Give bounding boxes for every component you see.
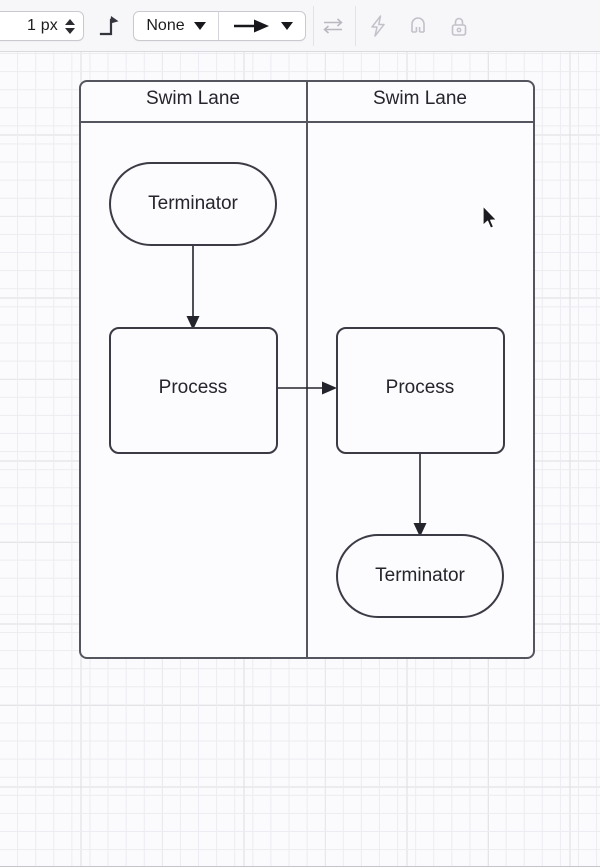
node-terminator-end[interactable]: Terminator — [336, 534, 504, 618]
line-end-controls[interactable]: None — [133, 11, 306, 41]
node-label: Process — [386, 377, 455, 398]
terminator-shape[interactable] — [109, 162, 277, 246]
edge-terminator-to-process[interactable] — [186, 245, 200, 330]
stepper-up-icon[interactable] — [65, 18, 75, 25]
diagram-svg: Swim Lane Swim Lane Terminator — [79, 80, 535, 659]
elbow-connector-button[interactable] — [93, 9, 127, 43]
node-process-left[interactable]: Process — [109, 327, 278, 454]
toolbar: 1 px None — [0, 0, 600, 52]
chevron-down-icon — [193, 22, 206, 30]
stroke-width-value: 1 px — [26, 17, 58, 34]
magnet-icon — [411, 17, 425, 33]
line-end-dropdown[interactable] — [219, 12, 305, 40]
node-label: Terminator — [375, 565, 465, 586]
arrow-right-icon — [233, 19, 269, 33]
node-process-right[interactable]: Process — [336, 327, 505, 454]
process-shape[interactable] — [109, 327, 278, 454]
lane-title-1: Swim Lane — [373, 88, 467, 109]
lock-icon — [451, 17, 467, 36]
stroke-width-stepper[interactable]: 1 px — [0, 11, 84, 41]
line-start-dropdown[interactable]: None — [134, 12, 219, 40]
toolbar-separator — [313, 6, 314, 46]
node-terminator-start[interactable]: Terminator — [109, 162, 277, 246]
lock-button[interactable] — [442, 9, 476, 43]
swap-arrows-icon — [323, 18, 343, 34]
flow-animation-button[interactable] — [361, 9, 395, 43]
node-label: Process — [159, 377, 228, 398]
lightning-bolt-icon — [371, 15, 385, 37]
stepper-arrows[interactable] — [65, 18, 75, 34]
terminator-shape[interactable] — [336, 534, 504, 618]
snap-to-grid-button[interactable] — [401, 9, 435, 43]
edge-process-to-process[interactable] — [277, 381, 337, 395]
edges-layer — [186, 245, 427, 537]
lane-title-0: Swim Lane — [146, 88, 240, 109]
edge-process-to-terminator[interactable] — [413, 453, 427, 537]
chevron-down-icon — [280, 22, 293, 30]
stepper-down-icon[interactable] — [65, 27, 75, 34]
line-start-value: None — [146, 17, 185, 34]
node-label: Terminator — [148, 193, 238, 214]
diagram-canvas[interactable]: Swim Lane Swim Lane Terminator — [0, 52, 600, 867]
process-shape[interactable] — [336, 327, 505, 454]
elbow-connector-icon — [99, 16, 119, 36]
reverse-button[interactable] — [316, 9, 350, 43]
toolbar-separator — [355, 6, 356, 46]
